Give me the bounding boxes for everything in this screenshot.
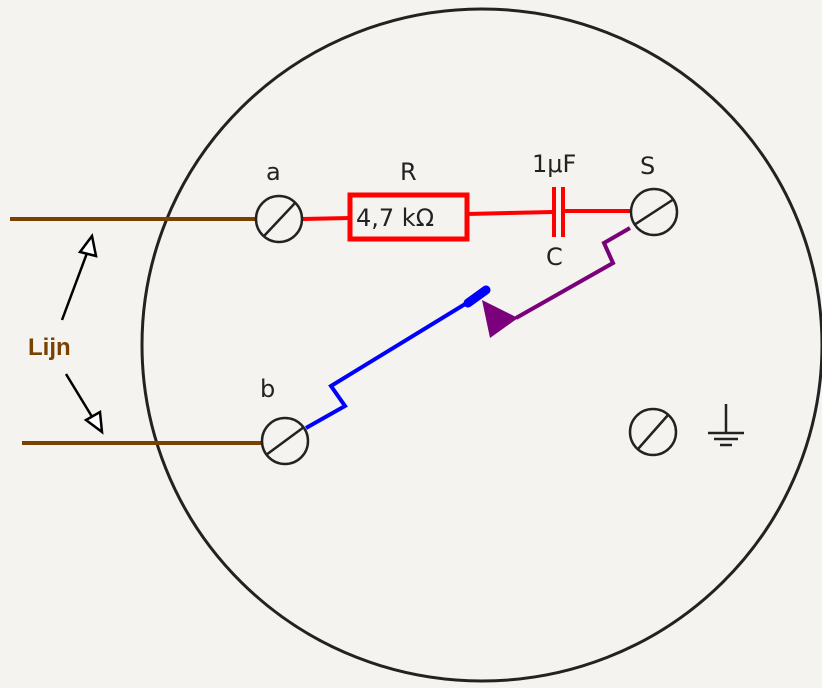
- terminal-ground: [628, 407, 678, 457]
- terminal-s: [629, 187, 679, 237]
- terminal-a: [254, 194, 304, 244]
- arrow-down-icon: [64, 373, 104, 435]
- ground-icon: [708, 404, 744, 447]
- terminal-s-label: S: [640, 152, 655, 180]
- line-label: Lijn: [28, 334, 71, 361]
- resistor: [347, 192, 470, 242]
- terminal-b: [260, 416, 310, 466]
- terminal-a-label: a: [266, 158, 281, 186]
- housing-outline: [140, 7, 822, 683]
- wire-resistor-to-capacitor: [466, 210, 554, 216]
- blue-wire: [305, 296, 477, 430]
- arrow-up-icon: [60, 233, 98, 321]
- capacitor-value: 1μF: [532, 150, 576, 178]
- capacitor-label: C: [546, 243, 563, 271]
- resistor-value: 4,7 kΩ: [356, 204, 434, 232]
- purple-wire: [515, 226, 631, 320]
- terminal-b-label: b: [260, 375, 275, 403]
- contact-wedge: [482, 300, 518, 338]
- wire-a-to-resistor: [301, 216, 351, 221]
- resistor-label: R: [400, 158, 417, 186]
- blue-contact-spring: [463, 285, 491, 308]
